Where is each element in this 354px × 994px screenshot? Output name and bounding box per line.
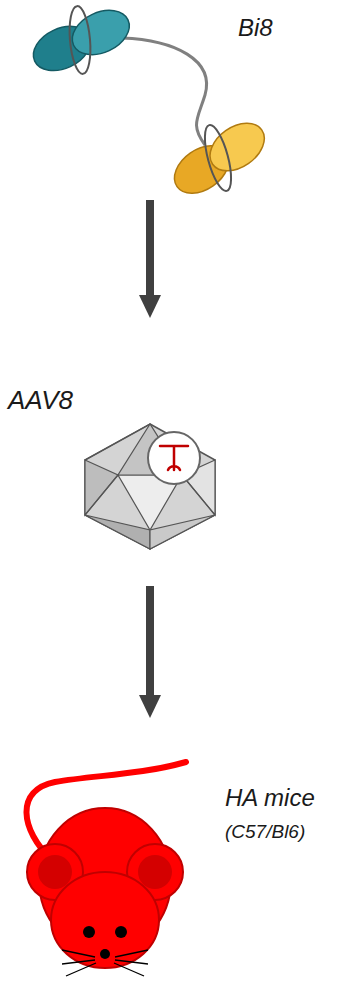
linker: [122, 38, 207, 145]
arrow-head: [139, 295, 161, 318]
arrow-shaft: [146, 586, 154, 696]
arrow-shaft: [146, 200, 154, 296]
antibody-illustration: [20, 0, 281, 216]
node-sublabel: (C57/Bl6): [225, 821, 305, 843]
node-label: Bi8: [238, 14, 273, 42]
node-label: HA mice: [225, 784, 315, 812]
capsid-illustration: [85, 424, 215, 549]
illustration-node: Bi8: [10, 5, 340, 200]
node-label: AAV8: [8, 386, 73, 416]
flow-arrow: [139, 586, 161, 718]
mouse-illustration: [26, 762, 186, 976]
flow-arrow: [139, 200, 161, 318]
arrow-head: [139, 695, 161, 718]
illustration-node: HA mice (C57/Bl6): [10, 718, 340, 988]
illustration-node: AAV8: [4, 318, 344, 586]
